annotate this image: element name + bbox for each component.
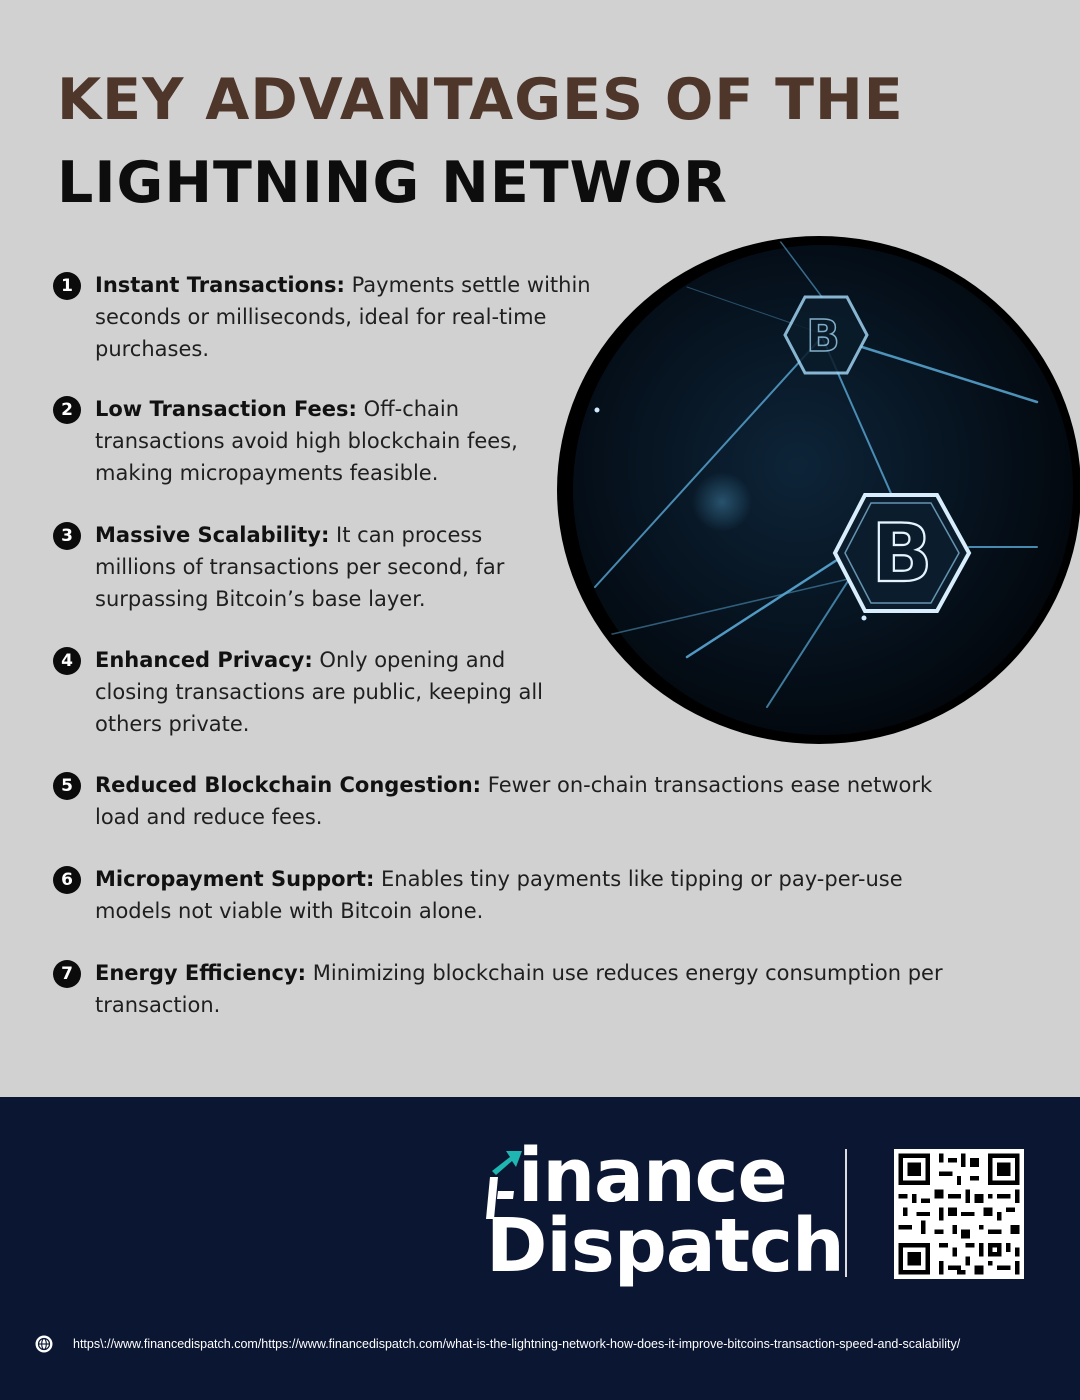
advantage-description: Enables tiny payments like tipping or pa…	[95, 867, 903, 923]
number-badge: 1	[53, 272, 81, 300]
advantage-text: Enhanced Privacy: Only opening and closi…	[95, 644, 578, 740]
number-badge: 5	[53, 772, 81, 800]
advantage-item-6: 6 Micropayment Support: Enables tiny pay…	[53, 863, 943, 927]
advantage-description: Minimizing blockchain use reduces energy…	[95, 961, 943, 1017]
advantage-label: Energy Efficiency:	[95, 961, 307, 985]
advantage-label: Reduced Blockchain Congestion:	[95, 773, 482, 797]
logo-finance-text: inance	[518, 1133, 788, 1219]
number-badge: 6	[53, 866, 81, 894]
number-badge: 3	[53, 522, 81, 550]
advantage-label: Low Transaction Fees:	[95, 397, 357, 421]
advantage-text: Micropayment Support: Enables tiny payme…	[95, 863, 943, 927]
network-node	[861, 615, 867, 621]
footer: inance Dispatch	[0, 1097, 1080, 1400]
advantage-label: Massive Scalability:	[95, 523, 330, 547]
advantage-label: Micropayment Support:	[95, 867, 375, 891]
finance-dispatch-f-arrow-icon	[486, 1151, 522, 1219]
advantage-description: Only opening and closing transactions ar…	[95, 648, 544, 736]
advantage-item-5: 5 Reduced Blockchain Congestion: Fewer o…	[53, 769, 963, 833]
advantage-description: Fewer on-chain transactions ease network…	[95, 773, 933, 829]
advantage-description: Off-chain transactions avoid high blockc…	[95, 397, 518, 485]
advantage-label: Instant Transactions:	[95, 273, 345, 297]
number-badge: 7	[53, 960, 81, 988]
advantage-text: Instant Transactions: Payments settle wi…	[95, 269, 598, 365]
network-glow	[692, 472, 752, 532]
number-badge: 4	[53, 647, 81, 675]
number-badge: 2	[53, 396, 81, 424]
globe-icon	[35, 1335, 53, 1353]
advantage-item-2: 2 Low Transaction Fees: Off-chain transa…	[53, 393, 523, 489]
network-lines	[565, 238, 1039, 708]
advantage-description: Payments settle within seconds or millis…	[95, 273, 591, 361]
advantage-item-3: 3 Massive Scalability: It can process mi…	[53, 519, 543, 615]
qr-code-icon[interactable]	[894, 1149, 1024, 1279]
logo-dispatch-text: Dispatch	[486, 1203, 845, 1289]
advantage-item-1: 1 Instant Transactions: Payments settle …	[53, 269, 598, 365]
source-url-link[interactable]: https\://www.financedispatch.com/https:/…	[73, 1337, 961, 1351]
bitcoin-network-icon: B B	[557, 236, 1080, 744]
advantage-description: It can process millions of transactions …	[95, 523, 505, 611]
bitcoin-hexagon-small: B	[783, 295, 869, 375]
circle-background	[573, 245, 1073, 735]
footer-divider	[845, 1149, 847, 1277]
title-line-1: KEY ADVANTAGES OF THE	[57, 67, 904, 133]
advantage-item-7: 7 Energy Efficiency: Minimizing blockcha…	[53, 957, 983, 1021]
advantage-text: Reduced Blockchain Congestion: Fewer on-…	[95, 769, 963, 833]
url-row: https\://www.financedispatch.com/https:/…	[35, 1335, 960, 1353]
bitcoin-hexagon-large: B	[832, 493, 972, 613]
advantage-text: Massive Scalability: It can process mill…	[95, 519, 543, 615]
advantage-text: Energy Efficiency: Minimizing blockchain…	[95, 957, 983, 1021]
bitcoin-symbol-small: B	[806, 311, 840, 362]
title-line-2: LIGHTNING NETWOR	[57, 150, 728, 216]
advantage-label: Enhanced Privacy:	[95, 648, 313, 672]
network-node	[594, 407, 600, 413]
advantage-text: Low Transaction Fees: Off-chain transact…	[95, 393, 523, 489]
bitcoin-symbol-large: B	[872, 507, 933, 600]
advantage-item-4: 4 Enhanced Privacy: Only opening and clo…	[53, 644, 578, 740]
